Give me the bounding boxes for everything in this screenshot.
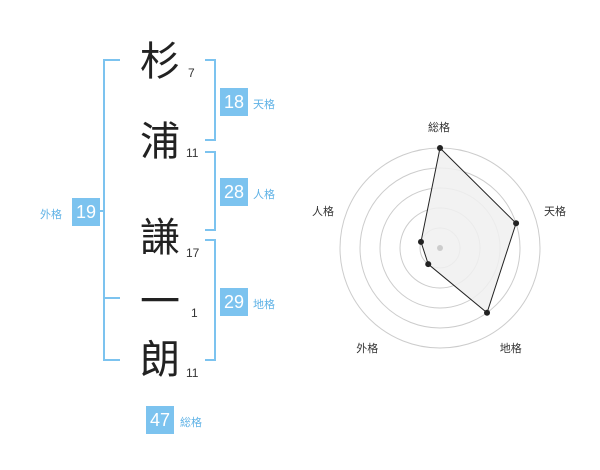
- tenkaku-label: 天格: [253, 98, 275, 111]
- chikaku-value: 29: [220, 288, 248, 316]
- jinkaku-label: 人格: [253, 188, 275, 201]
- stroke-count-4: 1: [191, 306, 198, 320]
- soukaku-label: 総格: [180, 416, 202, 429]
- radar-axis-label-soukaku: 総格: [428, 121, 450, 134]
- radar-point-5: [417, 238, 424, 245]
- radar-axis-label-chikaku: 地格: [499, 341, 522, 355]
- gaikaku-label: 外格: [40, 208, 62, 221]
- radar-point-4: [425, 261, 432, 268]
- soukaku-value: 47: [146, 406, 174, 434]
- name-char-1: 杉: [140, 39, 180, 85]
- stroke-count-3: 17: [186, 246, 200, 260]
- radar-axis-label-gaikaku: 外格: [356, 341, 379, 355]
- radar-point-3: [484, 309, 491, 316]
- radar-center-dot: [437, 245, 443, 251]
- radar-axis-label-jinkaku: 人格: [311, 205, 334, 219]
- jinkaku-value: 28: [220, 178, 248, 206]
- stroke-count-1: 7: [188, 66, 195, 80]
- radar-axis-label-tenkaku: 天格: [544, 205, 567, 219]
- chikaku-label: 地格: [253, 298, 275, 311]
- name-char-3: 謙: [140, 215, 180, 261]
- name-char-2: 浦: [140, 119, 180, 165]
- radar-point-1: [437, 145, 443, 151]
- gaikaku-value: 19: [72, 198, 100, 226]
- radar-point-2: [513, 220, 520, 227]
- jinkaku-bracket: [205, 151, 216, 231]
- chikaku-bracket: [205, 239, 216, 361]
- tenkaku-bracket: [205, 59, 216, 141]
- radar-series-polygon: [420, 146, 517, 314]
- stroke-count-2: 11: [186, 146, 199, 160]
- tenkaku-value: 18: [220, 88, 248, 116]
- name-char-4: 一: [140, 279, 180, 325]
- name-char-5: 朗: [140, 337, 180, 383]
- stroke-count-5: 11: [186, 366, 199, 380]
